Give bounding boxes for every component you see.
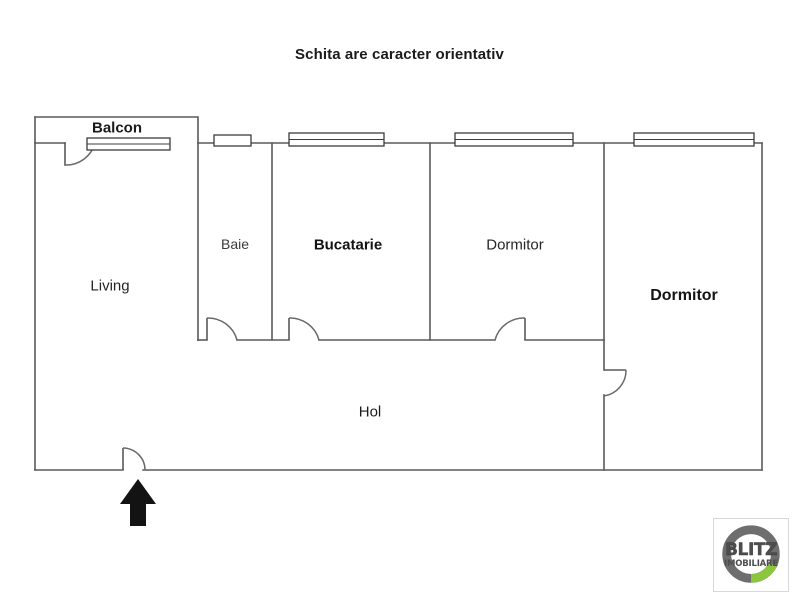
room-label-baie: Baie <box>220 236 250 252</box>
room-label-dormitor-right: Dormitor <box>650 287 718 304</box>
room-label-living: Living <box>90 277 130 295</box>
entrance-arrow <box>120 479 156 526</box>
logo-ring-accent <box>750 562 777 583</box>
door-jambs-group <box>122 318 626 470</box>
room-label-dormitor-middle: Dormitor <box>486 236 544 254</box>
door-arc-bucatarie <box>288 317 320 341</box>
windows-mullions-group <box>87 139 754 145</box>
windows-group <box>86 132 755 151</box>
door-arc-dormitor-right <box>603 369 627 397</box>
wall-balcon-box <box>34 116 199 144</box>
door-arc-entrance <box>122 447 146 471</box>
room-label-hol: Hol <box>358 403 382 421</box>
window-baie <box>213 134 252 147</box>
brand-logo: BLITZ IMOBILIARE <box>713 518 789 592</box>
room-label-bucatarie: Bucatarie <box>313 236 383 254</box>
door-arc-dormitor-mid <box>494 317 526 341</box>
logo-ring-icon <box>722 525 780 583</box>
door-arc-baie <box>206 317 238 341</box>
door-arcs-group <box>64 142 627 471</box>
entrance-arrow-shape <box>120 479 156 526</box>
room-label-balcon: Balcon <box>91 119 143 137</box>
page-title: Schita are caracter orientativ <box>295 46 504 63</box>
